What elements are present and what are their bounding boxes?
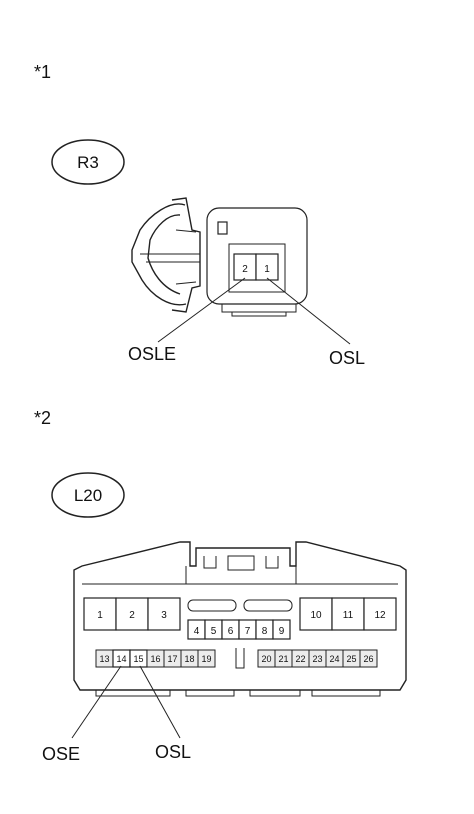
l20-latch-center [227,555,255,571]
l20-pin-3 [147,597,181,631]
r3-cavity [228,243,286,293]
l20-pin-22-label: 22 [295,654,305,664]
l20-pin-9-label: 9 [279,626,285,637]
l20-left-wire-label: OSE [42,744,80,764]
l20-pin-4-label: 4 [194,626,200,637]
l20-bottom-tabs [95,690,381,697]
l20-pin-25-label: 25 [346,654,356,664]
l20-inner-steps [185,566,297,584]
section1-marker: *1 [34,62,51,82]
l20-pin-18-label: 18 [184,654,194,664]
l20-blank-slot-right [243,599,293,612]
l20-bottom-left-pins: 13 14 15 16 17 18 19 [95,649,216,668]
l20-pin-26 [359,649,378,668]
l20-pin-5-label: 5 [211,626,217,637]
l20-pin-7-label: 7 [245,626,251,637]
r3-bottom-tab-2 [231,312,287,317]
r3-bottom-tab [221,304,297,313]
l20-pin-12 [363,597,397,631]
l20-pin-19-label: 19 [201,654,211,664]
l20-pin-6-label: 6 [228,626,234,637]
section1-connector-code-badge: R3 [51,139,125,185]
r3-key [217,221,228,235]
l20-right-wire-label: OSL [155,742,191,762]
l20-pin-20-label: 20 [261,654,271,664]
r3-latch-body [171,197,201,313]
l20-pin-16-label: 16 [150,654,160,664]
l20-pin-3-label: 3 [161,610,167,621]
r3-latch-bar [140,253,200,263]
osle-leader-line [157,277,246,343]
l20-pin-17-label: 17 [167,654,177,664]
r3-connector: 2 1 [131,197,308,317]
l20-pin-23-label: 23 [312,654,322,664]
l20-pin-1-label: 1 [97,610,103,621]
r3-pin-1-label: 1 [264,264,270,275]
r3-right-wire-label: OSL [329,348,365,368]
l20-pin-19 [197,649,216,668]
section1-code-label: R3 [77,153,99,172]
l20-pin-11-label: 11 [343,610,354,621]
osl-leader-line-r3 [266,277,351,345]
l20-pin-1 [83,597,117,631]
l20-pin-2-label: 2 [129,610,135,621]
r3-pin-1-box [255,253,279,281]
l20-pin-13-label: 13 [99,654,109,664]
l20-blank-slot-left [187,599,237,612]
r3-pin-2-label: 2 [242,264,248,275]
l20-top-right-pins: 10 11 12 [299,597,397,631]
l20-pin-15-label: 15 [133,654,143,664]
l20-pin-8-label: 8 [262,626,268,637]
r3-latch-inner [147,214,181,295]
section2-connector-code-badge: L20 [51,472,125,518]
r3-latch-detail [175,229,197,285]
l20-connector: 1 2 3 10 11 12 4 5 6 7 8 [73,541,407,697]
r3-latch-outer [131,203,187,306]
l20-pin-14-label: 14 [116,654,126,664]
l20-pin-2 [115,597,149,631]
code-badge-outline [51,139,125,185]
l20-top-left-pins: 1 2 3 [83,597,181,631]
l20-bottom-right-pins: 20 21 22 23 24 25 26 [257,649,378,668]
l20-pin-26-label: 26 [363,654,373,664]
l20-latch-slots [203,556,279,569]
section2-code-label: L20 [74,486,102,505]
l20-pin-10-label: 10 [310,610,322,621]
code-badge-outline [51,472,125,518]
section2-marker: *2 [34,408,51,428]
l20-pin-10 [299,597,333,631]
l20-pin-21-label: 21 [278,654,288,664]
l20-middle-pins: 4 5 6 7 8 9 [187,619,291,640]
r3-left-wire-label: OSLE [128,344,176,364]
osl-leader-line-l20 [139,665,181,739]
ose-leader-line [71,665,122,739]
l20-pin-24-label: 24 [329,654,339,664]
l20-pin-9 [272,619,291,640]
l20-pin-11 [331,597,365,631]
l20-pin-12-label: 12 [374,610,386,621]
l20-center-notch [235,648,245,669]
